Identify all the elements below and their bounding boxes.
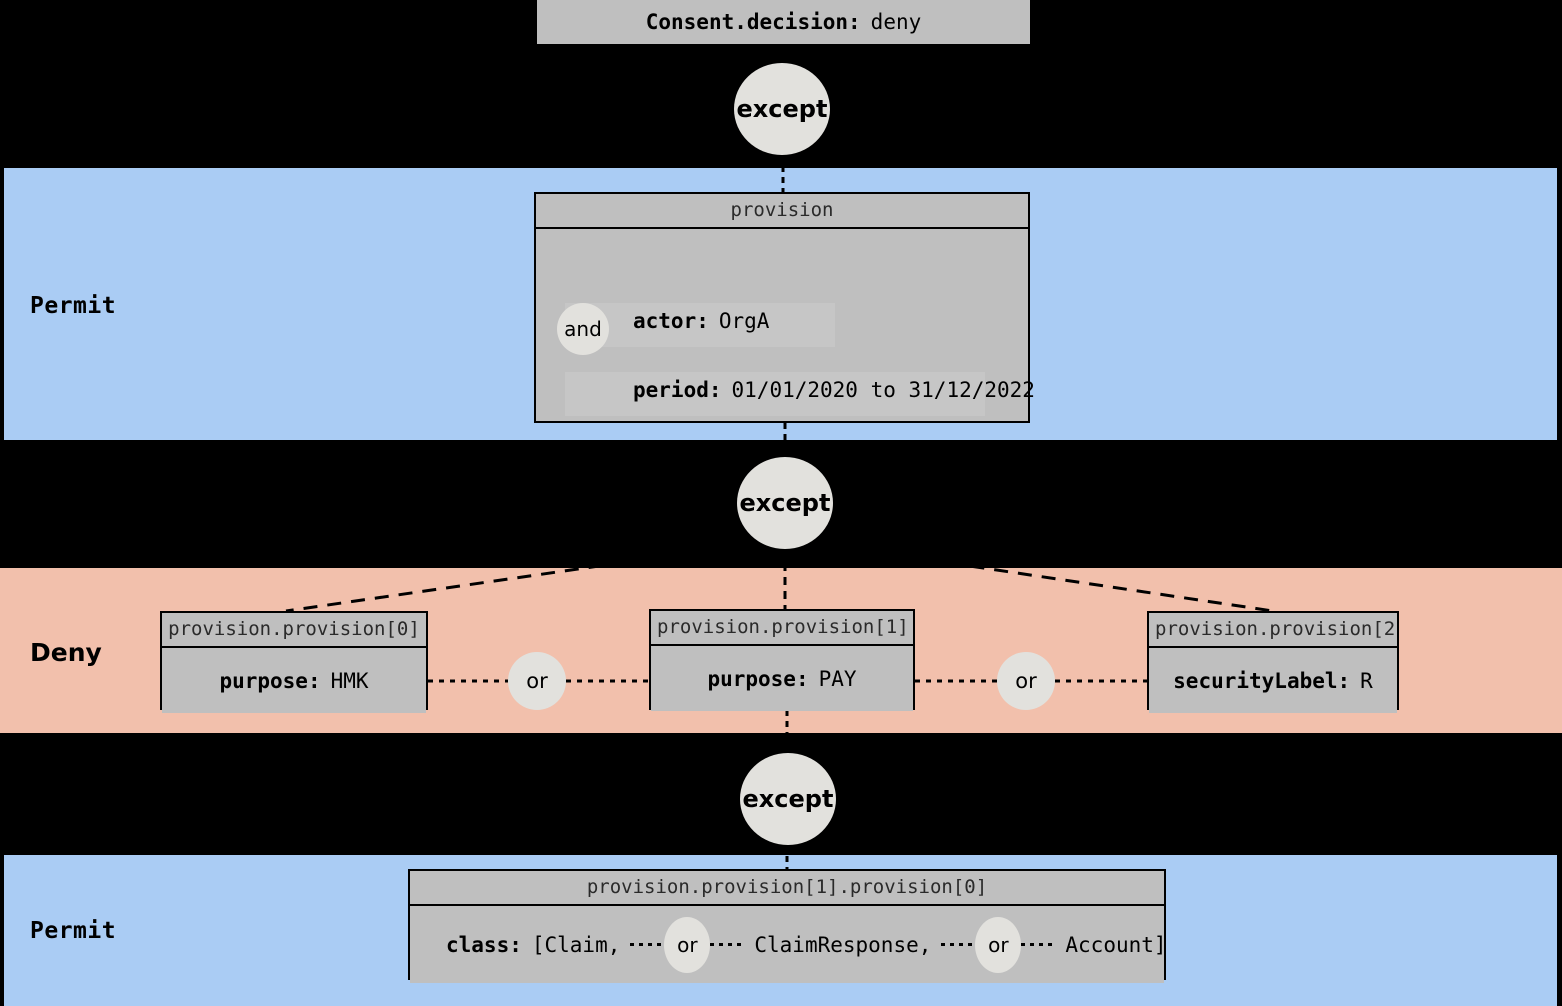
deny-provision-title-1: provision.provision[1]	[651, 611, 913, 646]
deny-provision-row-1: purpose: PAY	[707, 667, 856, 691]
or-operator-inline-2[interactable]: or	[975, 916, 1022, 973]
deny-provision-node-1[interactable]: provision.provision[1] purpose: PAY	[649, 609, 915, 711]
provision-actor-value: OrgA	[718, 309, 770, 333]
class-list-close: Account]	[1065, 932, 1167, 957]
provision-title: provision	[536, 194, 1028, 229]
or-operator-2[interactable]: or	[997, 652, 1055, 710]
deny-provision-title-2: provision.provision[2]	[1149, 613, 1397, 648]
deny-provision-node-0[interactable]: provision.provision[0] purpose: HMK	[160, 611, 428, 713]
deny-provision-value-2: R	[1360, 668, 1373, 693]
dotted-link-icon-2	[710, 943, 745, 946]
band-label-permit-bottom: Permit	[30, 918, 117, 944]
and-operator[interactable]: and	[557, 303, 609, 355]
provision-actor-row: actor: OrgA	[633, 309, 769, 333]
deny-provision-node-2[interactable]: provision.provision[2] securityLabel: R	[1147, 611, 1399, 713]
consent-decision-key: Consent.decision:	[645, 10, 861, 34]
provision-period-key: period:	[633, 378, 722, 402]
consent-decision-row: Consent.decision: deny	[646, 10, 922, 34]
dotted-link-icon-3	[941, 943, 976, 946]
dotted-link-icon-1	[630, 943, 665, 946]
band-label-deny: Deny	[30, 638, 102, 667]
deny-provision-key-0: purpose:	[219, 668, 321, 693]
deny-provision-value-1: PAY	[818, 666, 857, 691]
deny-provision-value-0: HMK	[330, 668, 369, 693]
deny-provision-key-2: securityLabel:	[1173, 668, 1351, 693]
nested-permit-body: class: [Claim, or ClaimResponse, or Acco…	[410, 906, 1167, 983]
actor-row-highlight	[565, 303, 835, 347]
nested-permit-node[interactable]: provision.provision[1].provision[0] clas…	[408, 869, 1167, 983]
consent-decision-box[interactable]: Consent.decision: deny	[537, 0, 1030, 44]
consent-decision-value: deny	[870, 10, 922, 34]
dotted-link-icon-4	[1021, 943, 1056, 946]
provision-body: actor: OrgA period: 01/01/2020 to 31/12/…	[536, 229, 1035, 416]
deny-provision-title-0: provision.provision[0]	[162, 613, 426, 648]
deny-provision-row-0: purpose: HMK	[219, 669, 368, 693]
class-list-middle: ClaimResponse,	[754, 932, 932, 957]
deny-provision-key-1: purpose:	[707, 666, 809, 691]
deny-provision-row-2: securityLabel: R	[1173, 669, 1373, 693]
deny-provision-body-2: securityLabel: R	[1149, 648, 1397, 713]
nested-permit-class-row: class: [Claim, or ClaimResponse, or Acco…	[446, 916, 1167, 973]
except-operator-1[interactable]: except	[734, 63, 830, 155]
except-operator-3[interactable]: except	[740, 753, 836, 845]
band-label-permit-top: Permit	[30, 293, 117, 319]
nested-permit-title: provision.provision[1].provision[0]	[410, 871, 1164, 906]
except-operator-2[interactable]: except	[737, 457, 833, 549]
or-operator-inline-1[interactable]: or	[664, 916, 711, 973]
provision-actor-key: actor:	[633, 309, 709, 333]
deny-provision-body-0: purpose: HMK	[162, 648, 426, 713]
provision-node[interactable]: provision actor: OrgA period: 01/01/2020…	[534, 192, 1035, 423]
provision-period-row: period: 01/01/2020 to 31/12/2022	[633, 378, 1035, 402]
or-operator-1[interactable]: or	[508, 652, 566, 710]
class-list-open: [Claim,	[531, 932, 621, 957]
deny-provision-body-1: purpose: PAY	[651, 646, 913, 711]
provision-period-value: 01/01/2020 to 31/12/2022	[731, 378, 1035, 402]
class-key: class:	[446, 932, 522, 957]
period-row-highlight	[565, 372, 985, 416]
